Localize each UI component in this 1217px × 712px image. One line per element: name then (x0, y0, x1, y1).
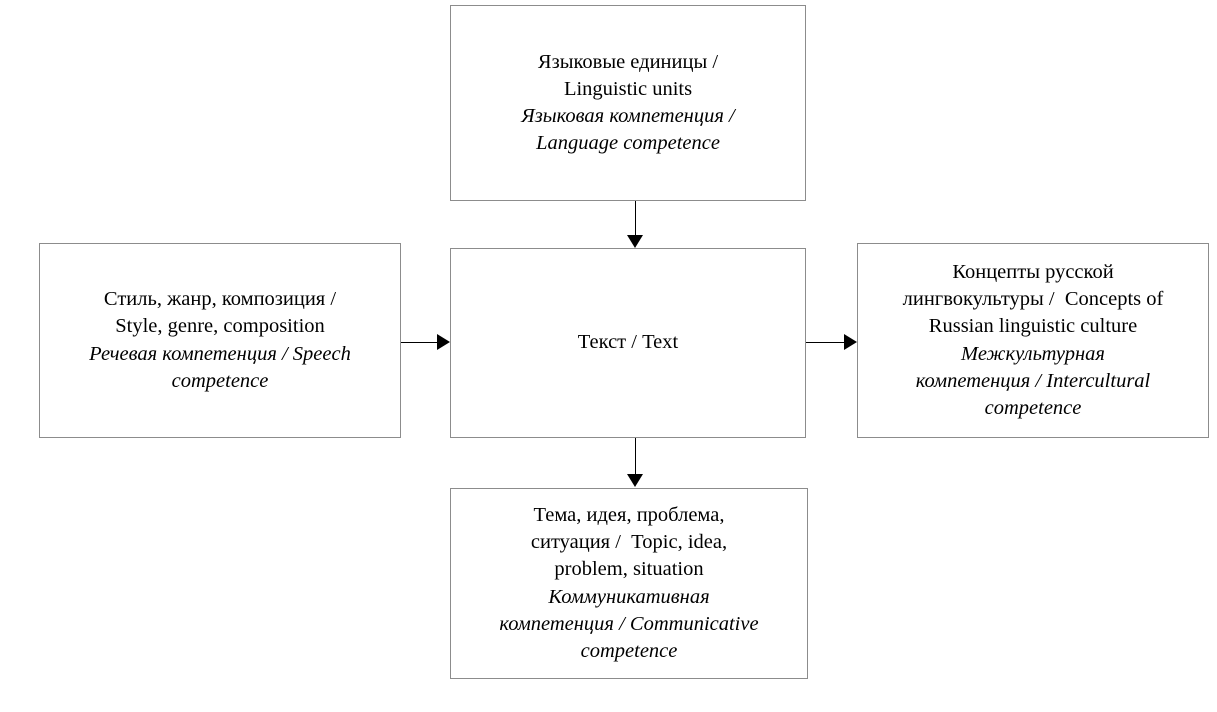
node-text: Текст / Text (450, 248, 806, 438)
node-topic-idea-line-5: компетенция / Communicative (499, 612, 759, 635)
node-linguistic-units-line-4: Language competence (536, 132, 720, 155)
node-text-line-1: Текст / Text (577, 331, 679, 354)
node-linguistic-units-line-1: Языковые единицы / (537, 50, 719, 73)
node-concepts-line-3: Russian linguistic culture (928, 315, 1138, 338)
node-style-genre-line-4: competence (171, 369, 269, 392)
node-style-genre-composition: Стиль, жанр, композиция / Style, genre, … (39, 243, 401, 438)
node-topic-idea-problem-situation: Тема, идея, проблема, ситуация / Topic, … (450, 488, 808, 679)
arrow-linguistic-units-to-text (627, 201, 645, 249)
node-style-genre-line-1: Стиль, жанр, композиция / (103, 288, 337, 310)
arrowhead-down-icon (627, 235, 643, 248)
arrowhead-right-icon (844, 334, 857, 350)
arrow-shaft (806, 342, 846, 343)
node-concepts-russian-linguistic-culture: Концепты русской лингвокультуры / Concep… (857, 243, 1209, 438)
arrow-shaft (401, 342, 439, 343)
node-linguistic-units-line-2: Linguistic units (563, 77, 693, 100)
arrow-text-to-topic-idea (627, 438, 645, 489)
node-concepts-line-5: компетенция / Intercultural (915, 369, 1151, 392)
node-concepts-line-1: Концепты русской (952, 260, 1114, 283)
node-topic-idea-line-3: problem, situation (554, 558, 704, 581)
node-concepts-line-4: Межкультурная (961, 342, 1105, 365)
node-linguistic-units: Языковые единицы / Linguistic units Язык… (450, 5, 806, 201)
node-topic-idea-line-6: competence (580, 640, 678, 662)
arrowhead-down-icon (627, 474, 643, 487)
node-topic-idea-line-2: ситуация / Topic, idea, (530, 531, 728, 553)
arrow-text-to-concepts (806, 334, 858, 352)
node-concepts-line-6: competence (984, 397, 1082, 419)
node-concepts-line-2: лингвокультуры / Concepts of (902, 288, 1164, 310)
arrowhead-right-icon (437, 334, 450, 350)
node-style-genre-line-3: Речевая компетенция / Speech (89, 342, 351, 365)
node-topic-idea-line-1: Тема, идея, проблема, (533, 503, 725, 526)
arrow-shaft (635, 438, 636, 476)
node-style-genre-line-2: Style, genre, composition (115, 315, 325, 338)
arrow-style-genre-to-text (401, 334, 451, 352)
node-linguistic-units-line-3: Языковая компетенция / (521, 105, 735, 127)
arrow-shaft (635, 201, 636, 237)
node-topic-idea-line-4: Коммуникативная (548, 585, 710, 608)
